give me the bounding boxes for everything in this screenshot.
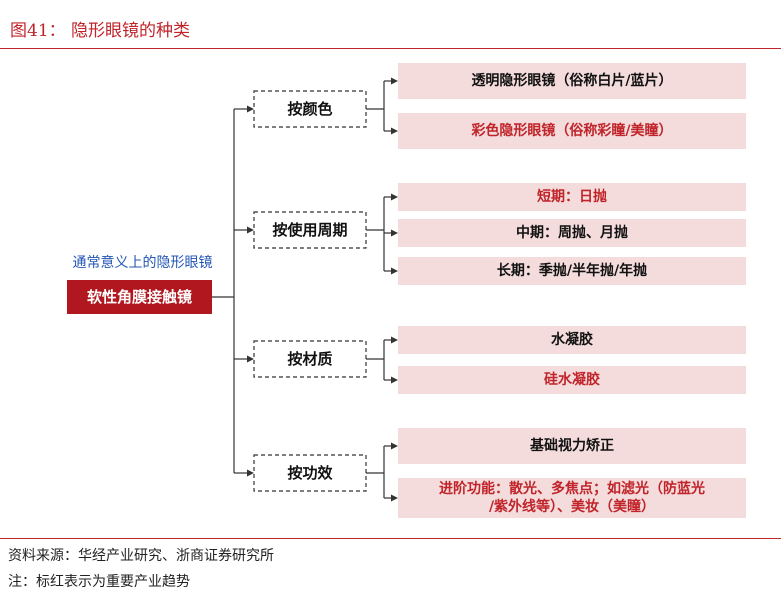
item-arrow-head (391, 336, 398, 344)
item-arrow-head (391, 77, 398, 85)
root-label: 软性角膜接触镜 (87, 288, 192, 306)
item-box (398, 257, 746, 285)
footer-divider (0, 538, 781, 539)
item-label: 水凝胶 (551, 331, 593, 348)
item-arrow-head (391, 229, 398, 237)
title-divider (0, 48, 781, 49)
item-arrow-head (391, 193, 398, 201)
item-box (398, 113, 746, 149)
root-caption: 通常意义上的隐形眼镜 (73, 254, 213, 271)
item-label: 中期：周抛、月抛 (516, 224, 628, 241)
item-box (398, 63, 746, 99)
category-label: 按使用周期 (272, 221, 347, 239)
item-box (398, 366, 746, 394)
category-label: 按颜色 (287, 100, 332, 118)
item-box (398, 428, 746, 464)
category-arrow-head (247, 105, 254, 113)
category-arrow-head (247, 469, 254, 477)
item-label: 基础视力矫正 (530, 437, 614, 454)
item-arrow-head (391, 442, 398, 450)
item-box (398, 219, 746, 247)
category-arrow-head (247, 226, 254, 234)
item-label: 硅水凝胶 (544, 371, 600, 388)
item-arrow-head (391, 376, 398, 384)
item-label: 彩色隐形眼镜（俗称彩瞳/美瞳） (470, 122, 672, 139)
item-label: 长期：季抛/半年抛/年抛 (497, 262, 647, 279)
item-arrow-head (391, 127, 398, 135)
root-node (67, 280, 212, 314)
figure-title: 图41： 隐形眼镜的种类 (10, 21, 191, 41)
item-box (398, 478, 746, 518)
category-arrow-head (247, 355, 254, 363)
item-label: 短期：日抛 (537, 188, 607, 205)
item-box (398, 326, 746, 354)
item-label: 进阶功能：散光、多焦点；如滤光（防蓝光/紫外线等）、美妆（美瞳） (439, 480, 705, 515)
item-box (398, 183, 746, 211)
footnote: 注：标红表示为重要产业趋势 (8, 574, 190, 590)
category-label: 按材质 (287, 350, 332, 368)
source-note: 资料来源：华经产业研究、浙商证券研究所 (8, 548, 274, 564)
category-label: 按功效 (287, 464, 333, 482)
item-arrow-head (391, 494, 398, 502)
item-arrow-head (391, 267, 398, 275)
item-label: 透明隐形眼镜（俗称白片/蓝片） (471, 72, 672, 89)
